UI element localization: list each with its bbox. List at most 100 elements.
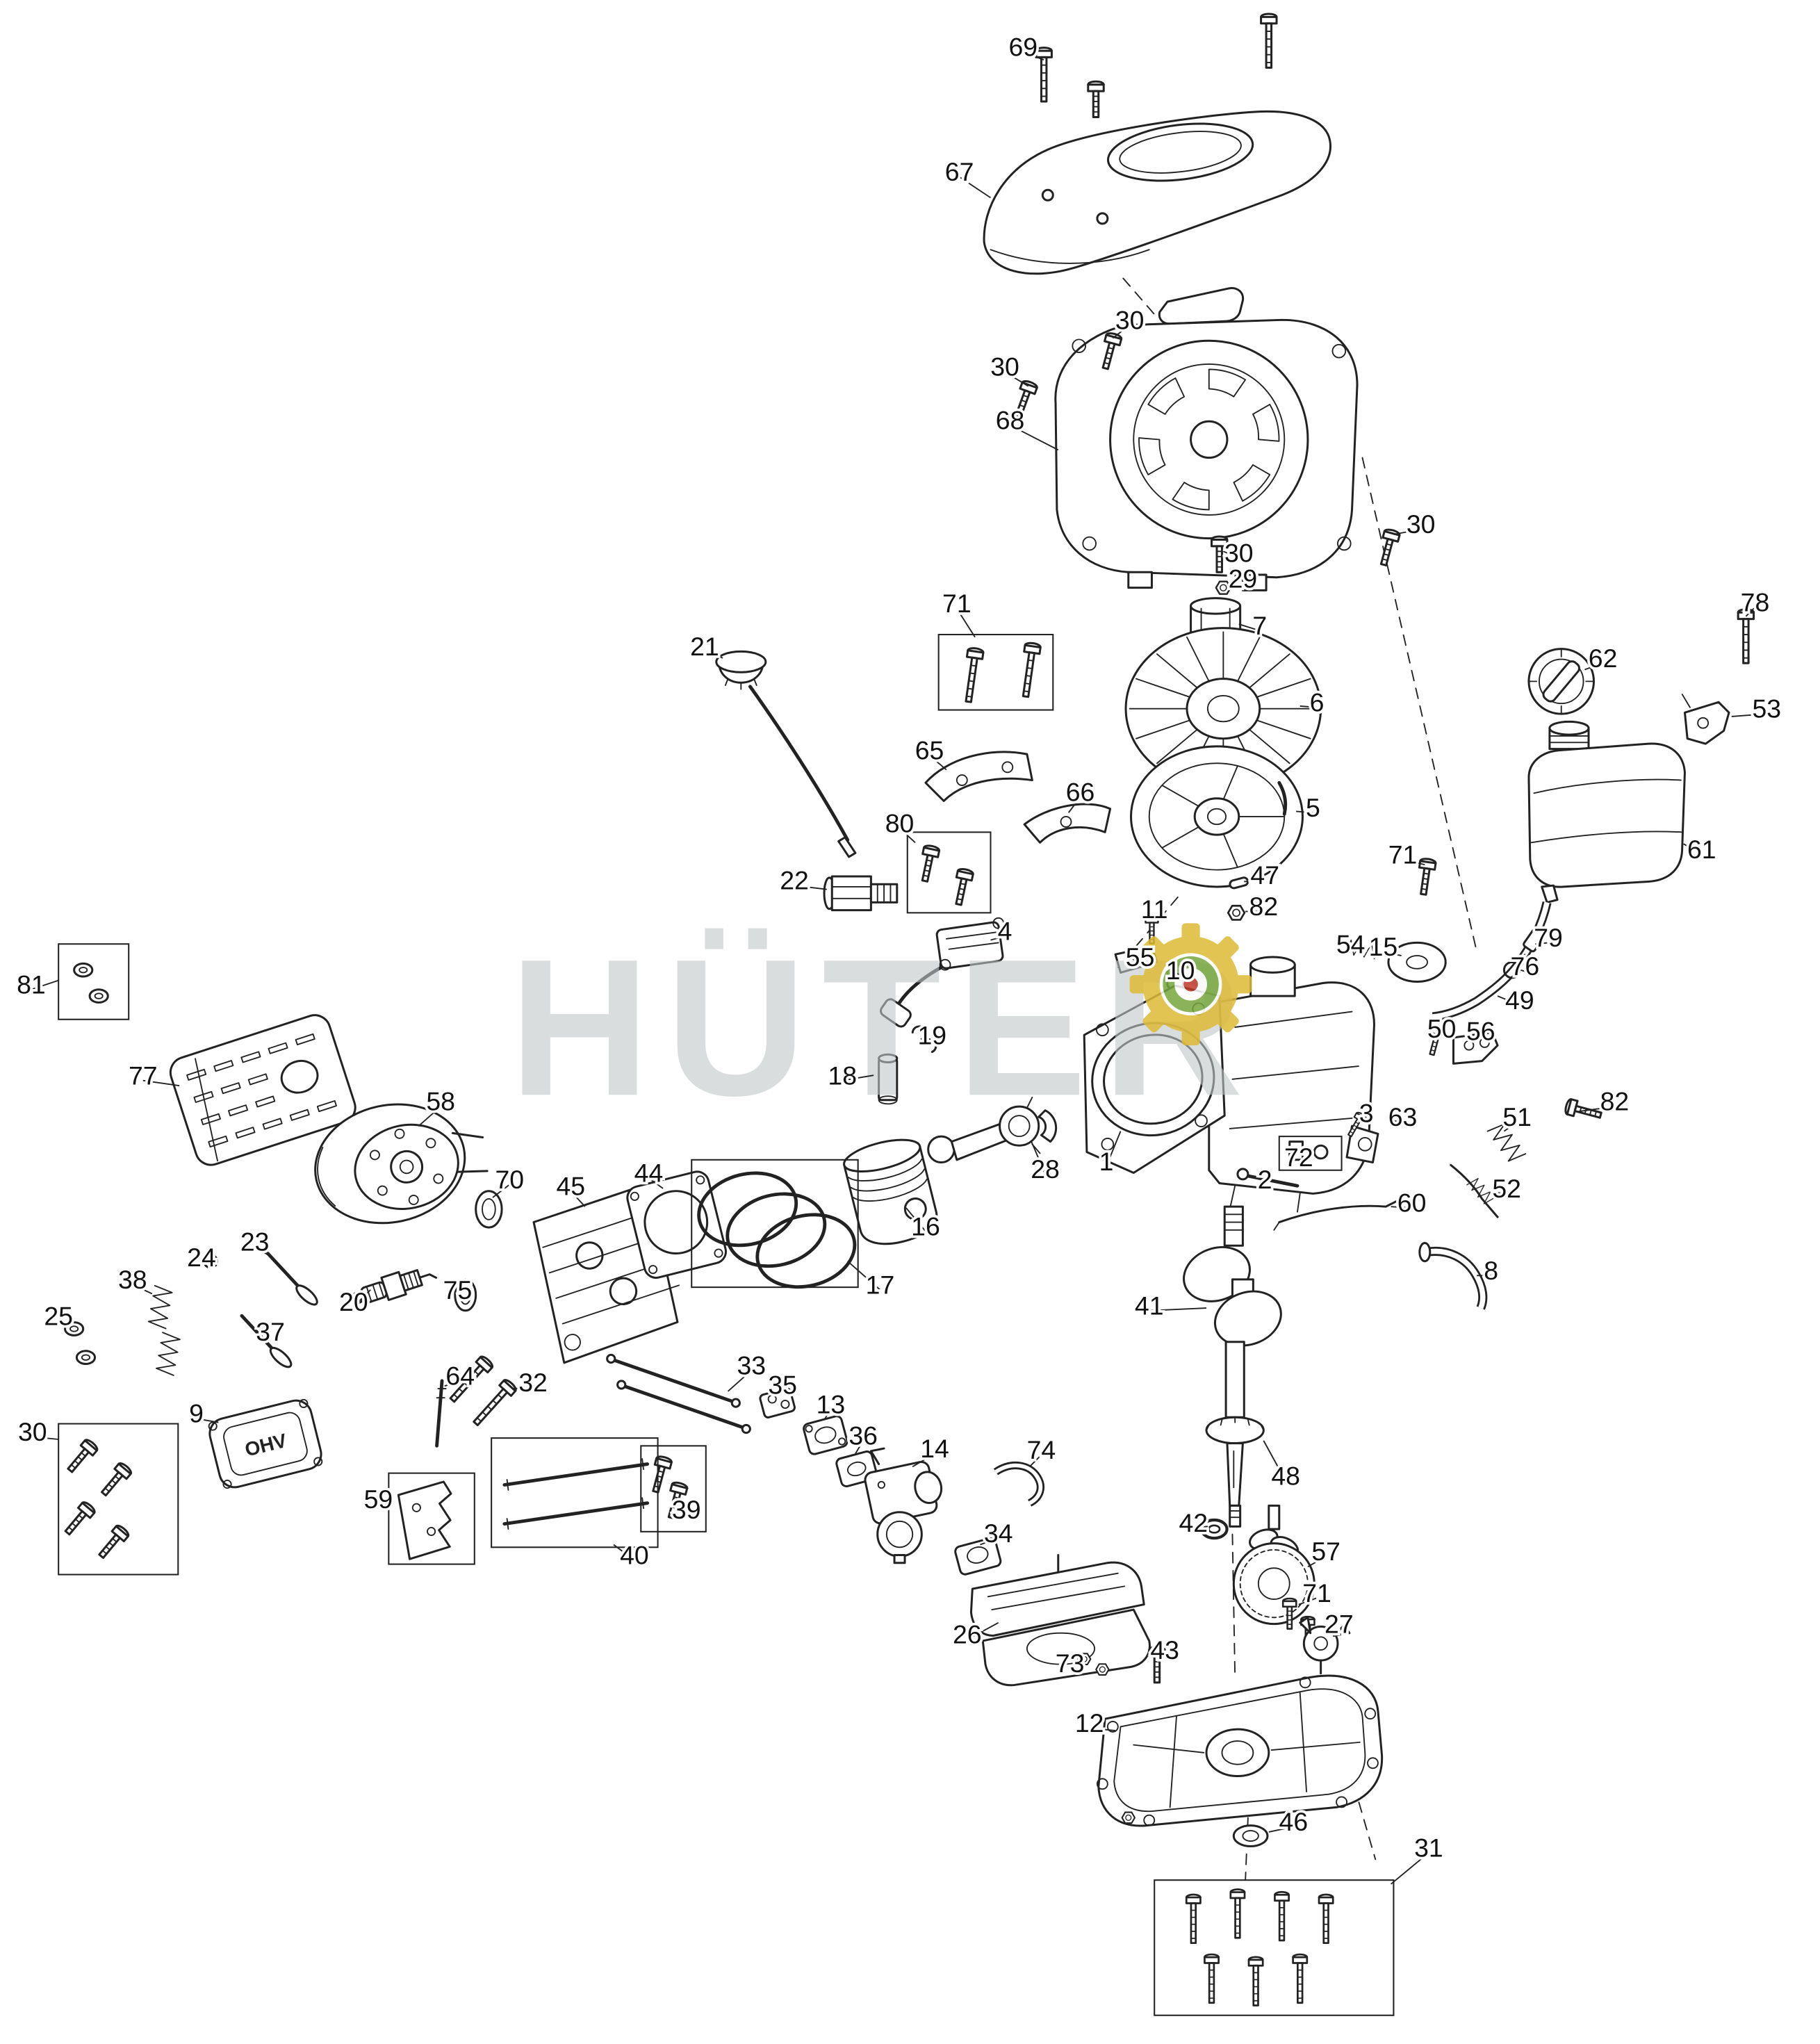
callout-leader-line (1307, 1555, 1327, 1568)
callout-leader-line (1300, 705, 1318, 708)
callout-leader-line (980, 1537, 999, 1546)
callout-leader-line (1227, 583, 1243, 586)
part-number-label: 60 (1397, 1188, 1427, 1218)
callout-21: 21 (687, 629, 723, 664)
bolt (1035, 47, 1053, 103)
callout-27: 27 (1322, 1607, 1356, 1641)
piston-pin (878, 1053, 899, 1105)
callout-leader-line (1731, 713, 1767, 717)
callout-80: 80 (883, 806, 917, 844)
callout-73: 73 (1053, 1646, 1087, 1680)
governor-shaft-2 (1236, 1168, 1300, 1188)
piston (843, 1138, 938, 1245)
part-number-label: 64 (445, 1361, 475, 1390)
callout-23: 23 (238, 1225, 272, 1259)
part-number-label: 45 (556, 1171, 585, 1200)
callout-leader-line (1393, 1120, 1403, 1123)
part-number-label: 8 (1484, 1256, 1498, 1285)
insulator-13 (803, 1415, 848, 1455)
callout-34: 34 (980, 1516, 1015, 1551)
callout-leader-line (1535, 942, 1549, 945)
flywheel-key (1229, 876, 1249, 890)
part-number-label: 70 (495, 1165, 525, 1194)
part-number-label: 29 (1229, 564, 1258, 594)
callout-leader-line (1112, 325, 1131, 339)
fuel-cap (1527, 648, 1595, 715)
part-number-label: 72 (1284, 1143, 1313, 1172)
callout-leader-line (353, 1289, 371, 1307)
part-number-label: 51 (1502, 1102, 1532, 1131)
air-guide-plate-66 (1023, 803, 1112, 844)
callout-7: 7 (1238, 608, 1270, 643)
callout-51: 51 (1500, 1099, 1534, 1134)
callout-50: 50 (1425, 1011, 1459, 1045)
muffler (314, 1103, 489, 1225)
bolt (1260, 13, 1278, 69)
callout-58: 58 (418, 1084, 458, 1127)
callout-leader-line (1089, 1727, 1116, 1731)
callout-leader-line (823, 1409, 832, 1421)
callout-leader-line (990, 935, 1006, 941)
callout-leader-line (704, 651, 723, 659)
part-number-label: 65 (915, 736, 944, 765)
callout-6: 6 (1300, 685, 1327, 719)
callout-30: 30 (988, 350, 1029, 387)
callout-leader-line (1149, 1307, 1207, 1311)
nut (1095, 1663, 1110, 1676)
callout-68: 68 (993, 403, 1059, 451)
push-rods (606, 1353, 751, 1434)
callout-24: 24 (184, 1240, 218, 1274)
part-number-label: 36 (848, 1421, 878, 1450)
group-box-17 (691, 1159, 859, 1289)
part-number-label: 30 (1224, 538, 1254, 567)
callout-leader-line (1497, 995, 1520, 1006)
callout-leader-line (1238, 623, 1261, 632)
part-number-label: 12 (1075, 1708, 1104, 1738)
part-number-label: 14 (920, 1434, 949, 1463)
callout-66: 66 (1063, 775, 1097, 813)
callout-71: 71 (1298, 1576, 1334, 1610)
part-number-label: 81 (17, 970, 46, 999)
valve-cover: OHV (208, 1398, 323, 1489)
part-number-label: 58 (426, 1087, 455, 1116)
bolt (1185, 1893, 1202, 1945)
part-number-label: 52 (1492, 1174, 1521, 1203)
callout-8: 8 (1477, 1253, 1501, 1288)
part-number-label: 4 (998, 917, 1013, 946)
callout-leader-line (1193, 1526, 1208, 1529)
callout-leader-line (921, 1038, 933, 1041)
watermark-text: HÜTER (509, 919, 1259, 1136)
part-number-label: 63 (1388, 1102, 1418, 1131)
callout-20: 20 (336, 1284, 371, 1319)
callout-81: 81 (14, 967, 59, 1001)
callout-leader-line (58, 1320, 71, 1327)
callout-54: 54 (1334, 927, 1368, 961)
bolt (1274, 1890, 1290, 1942)
fuel-tank (1527, 720, 1686, 904)
callout-3: 3 (1356, 1096, 1376, 1130)
callout-59: 59 (361, 1482, 395, 1516)
callout-leader-line (855, 1440, 864, 1455)
callout-leader-line (1473, 1036, 1482, 1041)
callout-10: 10 (1163, 953, 1197, 987)
part-number-label: 13 (817, 1390, 846, 1419)
valve-springs-38 (147, 1284, 181, 1376)
callout-leader-line (1391, 1852, 1429, 1885)
part-number-label: 57 (1311, 1537, 1341, 1566)
callout-9: 9 (186, 1396, 219, 1430)
callout-leader-line (418, 1106, 441, 1127)
callout-62: 62 (1584, 641, 1620, 676)
part-number-label: 80 (885, 808, 915, 837)
callout-leader-line (613, 1544, 635, 1561)
callout-25: 25 (42, 1299, 76, 1333)
callout-leader-line (254, 1246, 268, 1256)
callout-52: 52 (1490, 1171, 1524, 1205)
part-number-label: 77 (129, 1061, 158, 1090)
part-number-label: 17 (866, 1270, 895, 1299)
recoil-starter-housing (1054, 287, 1359, 591)
part-number-label: 56 (1466, 1017, 1495, 1046)
callout-33: 33 (727, 1348, 769, 1392)
callout-30: 30 (1112, 303, 1147, 339)
part-number-label: 21 (690, 632, 719, 661)
